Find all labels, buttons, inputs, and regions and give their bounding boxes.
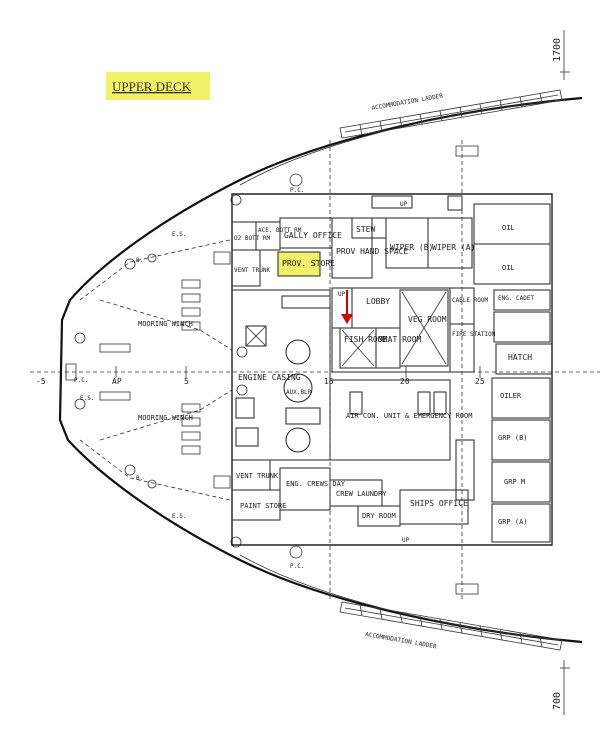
fish-room-label: FISH ROOM [344,335,388,344]
cold-room-block: LOBBY VEG ROOM FISH ROOM MEAT ROOM UP [331,287,451,373]
aft-cabins: OIL OIL ENG. CADET HATCH OILER GRP (B) G… [473,203,553,543]
air-con-room: AIR CON. UNIT & EMERGENCY ROOM [329,379,472,461]
o2-bott-label: O2 BOTT RM [234,235,271,242]
eng-crews-day-label: ENG. CREWS DAY [286,480,346,488]
vent-trunk-2-label: VENT TRUNK [236,472,279,480]
prov-hand-space-label: PROV HAND SPACE [336,247,408,256]
frame-ap: AP [112,377,122,386]
fire-station-label: FIRE STATION [452,331,496,338]
lower-rooms: VENT TRUNK PAINT STORE ENG. CREWS DAY CR… [231,439,475,544]
accommodation-ladder-bottom: ACCOMMODATION LADDER [339,601,563,651]
air-con-unit-label: AIR CON. UNIT & EMERGENCY ROOM [346,412,472,420]
veg-room-label: VEG ROOM [408,315,447,324]
accommodation-ladder-top-label: ACCOMMODATION LADDER [371,92,444,112]
oil-1-label: OIL [502,224,515,232]
mooring-winch-2-label: MOORING WINCH [138,414,193,422]
cable-room-label: CABLE ROOM [452,297,489,304]
dry-room-label: DRY ROOM [362,512,396,520]
b-label-2: B. [136,475,143,482]
oiler-1-label: OILER [500,392,522,400]
up-label-2: UP [338,291,346,298]
oil-2-label: OIL [502,264,515,272]
ace-bott-label: ACE. BOTT RM [258,227,302,234]
crew-laundry-label: CREW LAUNDRY [336,490,387,498]
pc-label-3: P.C. [290,563,304,570]
dimension-top: 1700 [552,38,563,62]
frame-20: 20 [400,377,410,386]
galley-office-label: GALLY OFFICE [284,231,342,240]
stew-label: STEW [356,225,375,234]
engine-casing-label: ENGINE CASING [238,373,301,382]
ships-office-label: SHIPS OFFICE [410,499,468,508]
up-label-1: UP [400,201,408,208]
b-label-1: B. [136,257,143,264]
accommodation-ladder-bottom-label: ACCOMMODATION LADDER [365,631,438,651]
es-label-1: E.S. [80,395,94,402]
es-label-3: E.S. [172,513,186,520]
hull-outline [58,96,583,644]
mooring-area: MOORING WINCH MOORING WINCH E.S. P.C. P.… [65,145,479,595]
mid-forward-rooms: STEW PROV HAND SPACE WIPER (B) WIPER (A)… [331,195,475,279]
accommodation-ladder-top: ACCOMMODATION LADDER [339,89,563,139]
es-label-2: E.S. [172,231,186,238]
cable-fire-station: CABLE ROOM FIRE STATION [449,287,496,373]
wiper-b-label: WIPER (B) [390,243,433,252]
dimension-bottom: 700 [552,692,563,710]
frame-15: 15 [324,377,334,386]
frame-5: 5 [184,377,189,386]
vent-trunk-1-label: VENT TRUNK [234,267,271,274]
frame-25: 25 [475,377,485,386]
engine-casing: ENGINE CASING AUX.BLR [231,289,331,461]
pc-label-2: P.C. [290,187,304,194]
red-arrow-head [341,314,353,324]
pc-label-1: P.C. [74,377,88,384]
lobby-label: LOBBY [366,297,390,306]
up-label-3: UP [402,537,410,544]
prov-store-label: PROV. STORE [282,259,335,268]
grp-a-label: GRP (A) [498,518,528,526]
eng-cadet-label: ENG. CADET [498,295,535,302]
meat-room-label: MEAT ROOM [378,335,422,344]
wiper-a-label: WIPER (A) [432,243,475,252]
paint-store-label: PAINT STORE [240,502,286,510]
title-highlight [106,72,210,100]
grp-m-label: GRP M [504,478,525,486]
hatch-label: HATCH [508,353,532,362]
grp-b-label: GRP (B) [498,434,528,442]
frame-minus-5: -5 [36,377,46,386]
drawing-title: UPPER DECK [112,79,192,94]
mooring-winch-1-label: MOORING WINCH [138,320,193,328]
aux-blr-label: AUX.BLR [286,389,312,396]
forward-rooms: O2 BOTT RM ACE. BOTT RM VENT TRUNK GALLY… [231,217,342,287]
